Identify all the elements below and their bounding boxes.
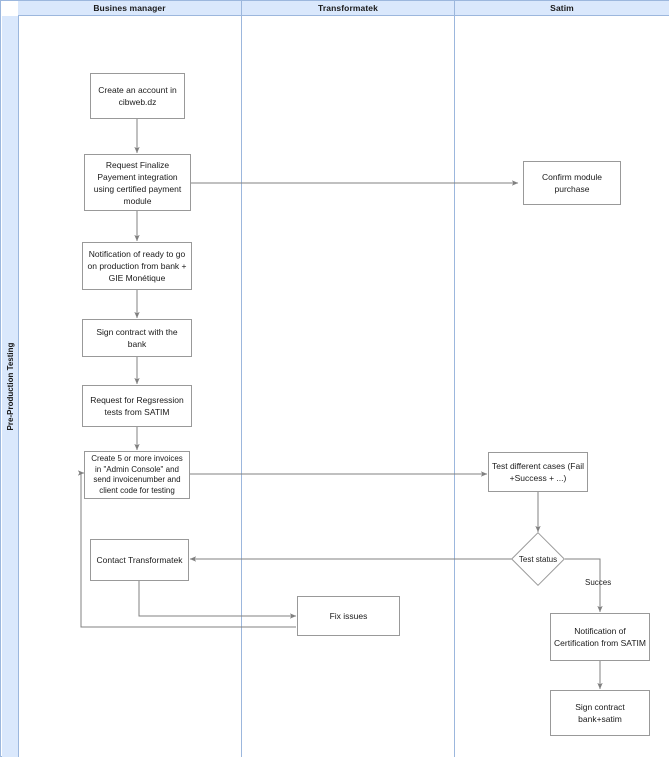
lane-header-label: Transformatek <box>318 3 378 13</box>
lane-header-satim: Satim <box>455 1 669 16</box>
node-test-status[interactable]: Test status <box>511 532 565 586</box>
lane-header-label: Satim <box>550 3 574 13</box>
node-label: Request for Regsression tests from SATIM <box>90 395 184 417</box>
node-label: Sign contract with the bank <box>96 327 178 349</box>
phase-band-pre-production-testing: Pre-Production Testing <box>2 16 19 757</box>
node-notification-ready[interactable]: Notification of ready to go on productio… <box>82 242 192 290</box>
node-contact-transformatek[interactable]: Contact Transformatek <box>90 539 189 581</box>
node-label: Contact Transformatek <box>96 555 183 565</box>
node-label: Notification of ready to go on productio… <box>87 249 187 283</box>
node-label: Notification of Certification from SATIM <box>554 626 646 648</box>
node-test-cases[interactable]: Test different cases (Fail +Success + ..… <box>488 452 588 492</box>
node-label: Request Finalize Payement integration us… <box>93 159 182 206</box>
node-sign-contract-bank[interactable]: Sign contract with the bank <box>82 319 192 357</box>
node-label: Create an account in cibweb.dz <box>98 85 177 107</box>
lane-body-transformatek <box>242 16 455 757</box>
node-request-finalize[interactable]: Request Finalize Payement integration us… <box>84 154 191 211</box>
lane-header-business-manager: Busines manager <box>18 1 242 16</box>
edge-label-success: Succes <box>585 578 612 587</box>
lane-header-label: Busines manager <box>93 3 166 13</box>
node-create-account[interactable]: Create an account in cibweb.dz <box>90 73 185 119</box>
node-request-regression[interactable]: Request for Regsression tests from SATIM <box>82 385 192 427</box>
node-fix-issues[interactable]: Fix issues <box>297 596 400 636</box>
lane-header-transformatek: Transformatek <box>242 1 455 16</box>
node-create-invoices[interactable]: Create 5 or more invoices in "Admin Cons… <box>84 451 190 499</box>
node-sign-contract-bank-satim[interactable]: Sign contract bank+satim <box>550 690 650 736</box>
node-label: Create 5 or more invoices in "Admin Cons… <box>91 454 183 495</box>
phase-band-label: Pre-Production Testing <box>6 342 15 431</box>
node-confirm-module[interactable]: Confirm module purchase <box>523 161 621 205</box>
node-notification-certification[interactable]: Notification of Certification from SATIM <box>550 613 650 661</box>
diamond-shape <box>511 532 565 586</box>
node-label: Fix issues <box>329 611 368 621</box>
node-label: Test status <box>518 554 558 564</box>
node-label: Test different cases (Fail +Success + ..… <box>492 461 584 483</box>
node-label: Sign contract bank+satim <box>575 702 625 724</box>
node-label: Confirm module purchase <box>542 172 602 194</box>
